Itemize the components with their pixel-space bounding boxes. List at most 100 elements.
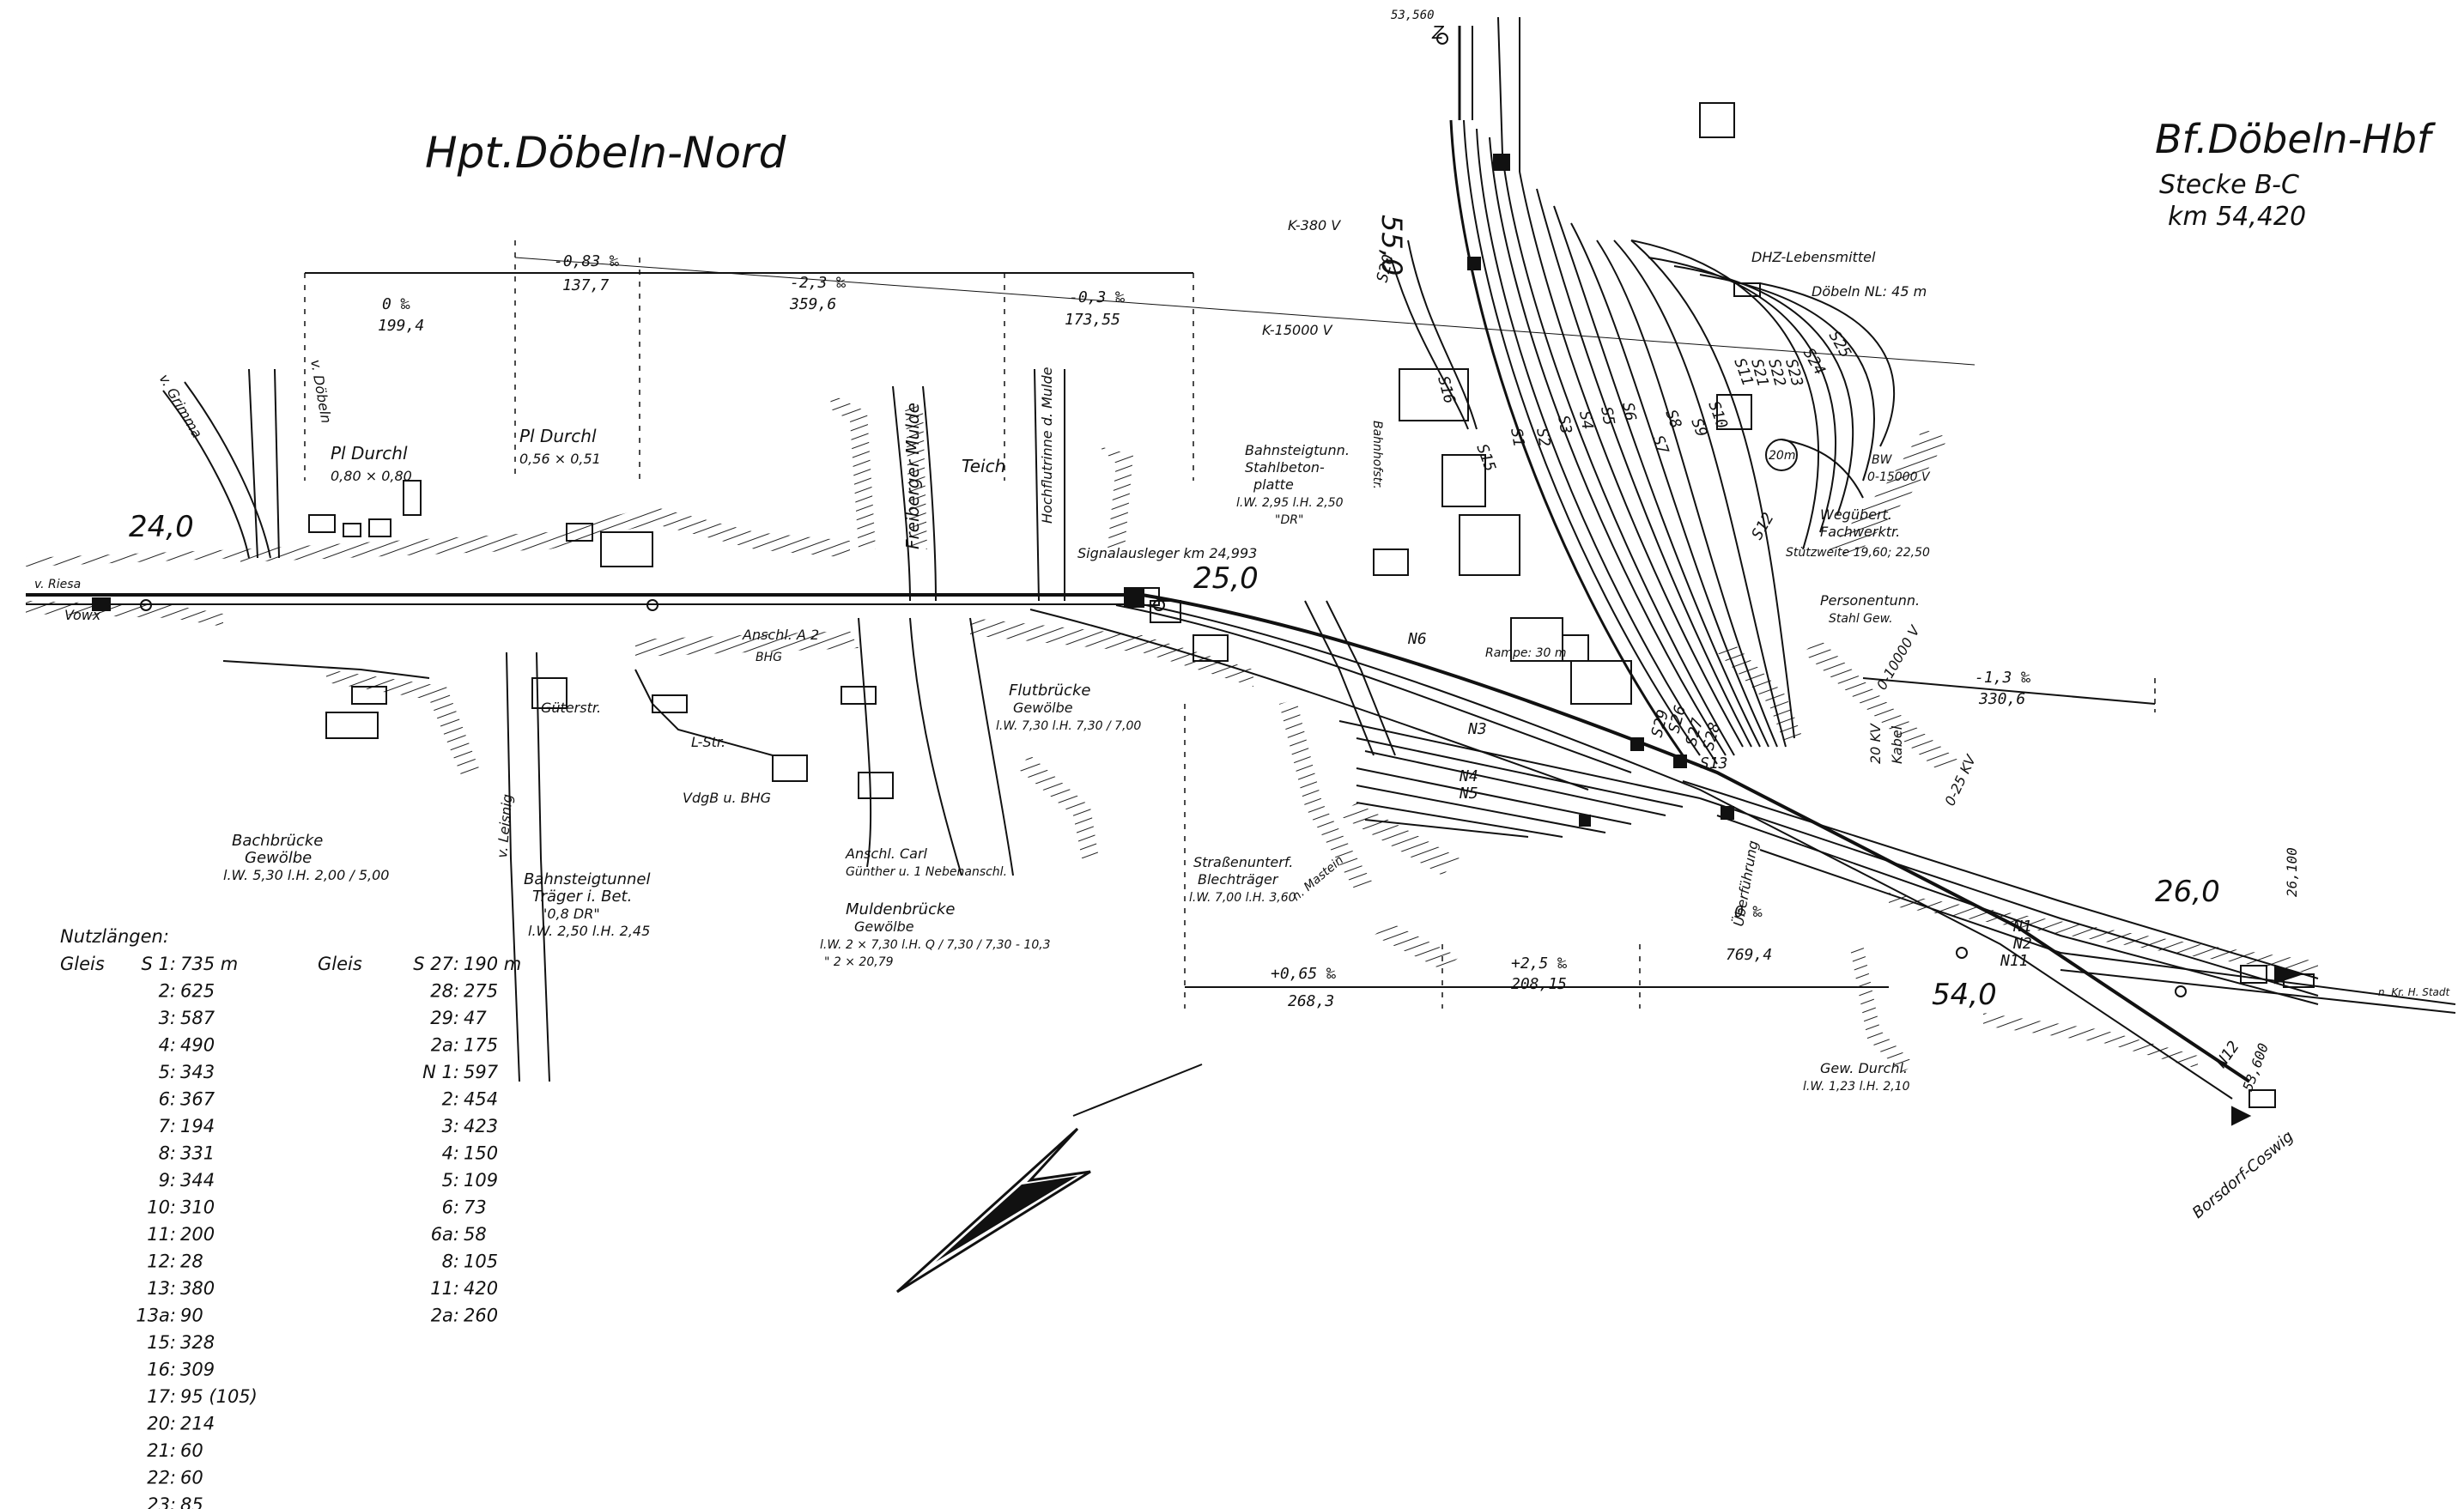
label-pl-durchl-1-dim: 0,80 × 0,80 xyxy=(331,468,412,484)
gradient-band-top: 0 ‰ 199,4 -0,83 ‰ 137,7 -2,3 ‰ 359,6 -0,… xyxy=(304,240,1975,481)
gradient-3-length: 359,6 xyxy=(789,295,836,313)
right-km: km 54,420 xyxy=(2168,202,2306,232)
nutz1-track-13: 13a: xyxy=(136,1306,176,1326)
right-station-title: Bf.Döbeln-Hbf xyxy=(2155,116,2436,162)
nutz2-track-13: 2a: xyxy=(431,1306,459,1326)
nutz2-value-13: 260 xyxy=(464,1306,498,1326)
label-muldenbruecke-gew: Gewölbe xyxy=(854,918,914,935)
nutz1-value-8: 344 xyxy=(180,1170,215,1191)
nutz2-track-5: 2: xyxy=(442,1089,459,1110)
nutz1-value-19: 60 xyxy=(180,1468,203,1488)
nutz1-value-3: 490 xyxy=(180,1035,215,1056)
gradient-1-grade: 0 ‰ xyxy=(382,295,410,313)
label-z: Z xyxy=(1431,22,1445,43)
label-teich: Teich xyxy=(962,456,1005,476)
nutz2-value-5: 454 xyxy=(464,1089,498,1110)
track-label-s9: S9 xyxy=(1687,416,1710,440)
nutz1-value-12: 380 xyxy=(180,1278,215,1299)
label-traeger-dim: l.W. 2,50 l.H. 2,45 xyxy=(528,923,650,939)
label-flutbruecke-dim: l.W. 7,30 l.H. 7,30 / 7,00 xyxy=(996,719,1141,733)
label-stahl-gew: Stahl Gew. xyxy=(1829,612,1893,626)
label-v-grimma: v. Grimma xyxy=(156,372,206,441)
roads-rivers xyxy=(162,368,1396,1082)
label-strassenunterf: Straßenunterf. xyxy=(1193,854,1293,870)
label-flutbruecke: Flutbrücke xyxy=(1009,682,1090,700)
nutz1-track-5: 6: xyxy=(159,1089,176,1110)
nutz1-track-18: 21: xyxy=(147,1440,176,1461)
label-traeger: Träger i. Bet. xyxy=(532,888,632,906)
track-label-s16: S16 xyxy=(1434,374,1459,406)
nutz1-track-19: 22: xyxy=(147,1468,176,1488)
nutz2-value-10: 58 xyxy=(464,1224,487,1245)
track-label-s12: S12 xyxy=(1748,510,1777,543)
label-lstr: L-Str. xyxy=(691,734,725,750)
km-55: 55,0 xyxy=(1375,215,1408,276)
buildings xyxy=(308,102,2315,1108)
label-muldenbruecke: Muldenbrücke xyxy=(846,900,955,918)
nutz1-track-11: 12: xyxy=(147,1251,176,1272)
nutz1-track-8: 9: xyxy=(159,1170,176,1191)
track-label-s5: S5 xyxy=(1597,405,1617,427)
label-traeger-dr: "0,8 DR" xyxy=(541,906,600,922)
nutz1-track-14: 15: xyxy=(147,1332,176,1353)
label-rampe: Rampe: 30 m xyxy=(1485,646,1567,660)
label-pl-durchl-1: Pl Durchl xyxy=(331,443,408,464)
label-pl-durchl-2: Pl Durchl xyxy=(519,426,597,446)
label-kv-20: 20 KV xyxy=(1867,723,1884,764)
nutz2-value-9: 73 xyxy=(464,1197,487,1218)
nutz2-value-3: 175 xyxy=(464,1035,498,1056)
nutz1-track-7: 8: xyxy=(159,1143,176,1164)
gradient-8-length: 769,4 xyxy=(1726,946,1772,964)
label-hochflutrinne: Hochflutrinne d. Mulde xyxy=(1039,367,1055,524)
nutz2-value-8: 109 xyxy=(464,1170,498,1191)
nutz1-track-4: 5: xyxy=(159,1062,176,1082)
nutz1-track-3: 4: xyxy=(159,1035,176,1056)
label-borsdorf: Borsdorf-Coswig xyxy=(2189,1128,2297,1222)
annotations: v. Riesa Vowx v. Grimma v. Döbeln v. Lei… xyxy=(34,22,2451,1222)
label-muldenbruecke-dim: l.W. 2 × 7,30 l.H. Q / 7,30 / 7,30 - 10,… xyxy=(820,938,1051,952)
label-strassenunterf-dim: l.W. 7,00 l.H. 3,60 xyxy=(1189,891,1296,905)
label-bw-kv: 0-15000 V xyxy=(1867,470,1931,484)
gradient-3-grade: -2,3 ‰ xyxy=(790,274,846,292)
label-personentunnel: Personentunn. xyxy=(1820,592,1920,609)
nutz1-gleis-word: Gleis xyxy=(60,954,105,974)
nutz1-track-15: 16: xyxy=(147,1360,176,1380)
label-fachwerk: Fachwerktr. xyxy=(1820,524,1900,540)
gradient-6-length: 268,3 xyxy=(1288,992,1334,1010)
left-station-title: Hpt.Döbeln-Nord xyxy=(425,128,786,178)
km-26: 26,0 xyxy=(2155,875,2220,909)
nutz1-value-20: 85 xyxy=(180,1494,203,1509)
nutz2-track-10: 6a: xyxy=(431,1224,459,1245)
gradient-1-length: 199,4 xyxy=(378,317,424,335)
right-route: Stecke B-C xyxy=(2159,170,2299,200)
track-label-n6: N6 xyxy=(1407,630,1427,648)
track-label-n12: N12 xyxy=(2212,1038,2242,1071)
gradient-7-grade: +2,5 ‰ xyxy=(1511,954,1567,973)
nutz1-value-2: 587 xyxy=(180,1008,215,1028)
nutz1-track-0: S 1: xyxy=(142,954,176,974)
gradient-band-right: -1,3 ‰ 330,6 xyxy=(1862,669,2156,712)
label-freiberger-mulde: Freiberger Mulde xyxy=(902,403,923,549)
gradient-2-grade: -0,83 ‰ xyxy=(554,252,619,270)
label-stahlbeton: Stahlbeton- xyxy=(1245,459,1325,476)
nutzlaengen-title: Nutzlängen: xyxy=(60,926,169,947)
label-flutbruecke-gew: Gewölbe xyxy=(1013,700,1073,716)
nutz2-track-8: 5: xyxy=(442,1170,459,1191)
track-label-n3: N3 xyxy=(1467,720,1487,738)
km-26100: 26,100 xyxy=(2284,847,2300,897)
gradient-2-length: 137,7 xyxy=(562,276,609,294)
nutz1-value-18: 60 xyxy=(180,1440,203,1461)
label-dhz: DHZ-Lebensmittel xyxy=(1751,249,1876,265)
gradient-6-grade: +0,65 ‰ xyxy=(1271,965,1336,983)
km-53560: 53,560 xyxy=(1391,9,1435,22)
label-stuetzweite: Stützweite 19,60; 22,50 xyxy=(1786,546,1930,560)
nutz2-value-1: 275 xyxy=(464,981,498,1002)
label-v-doebeln: v. Döbeln xyxy=(307,358,335,424)
gradient-5-grade: -1,3 ‰ xyxy=(1975,669,2030,687)
track-label-s13: S13 xyxy=(1700,754,1728,773)
label-platte-dim: l.W. 2,95 l.H. 2,50 xyxy=(1236,496,1344,510)
main-tracks xyxy=(26,593,2456,1100)
track-label-s15: S15 xyxy=(1472,442,1499,475)
